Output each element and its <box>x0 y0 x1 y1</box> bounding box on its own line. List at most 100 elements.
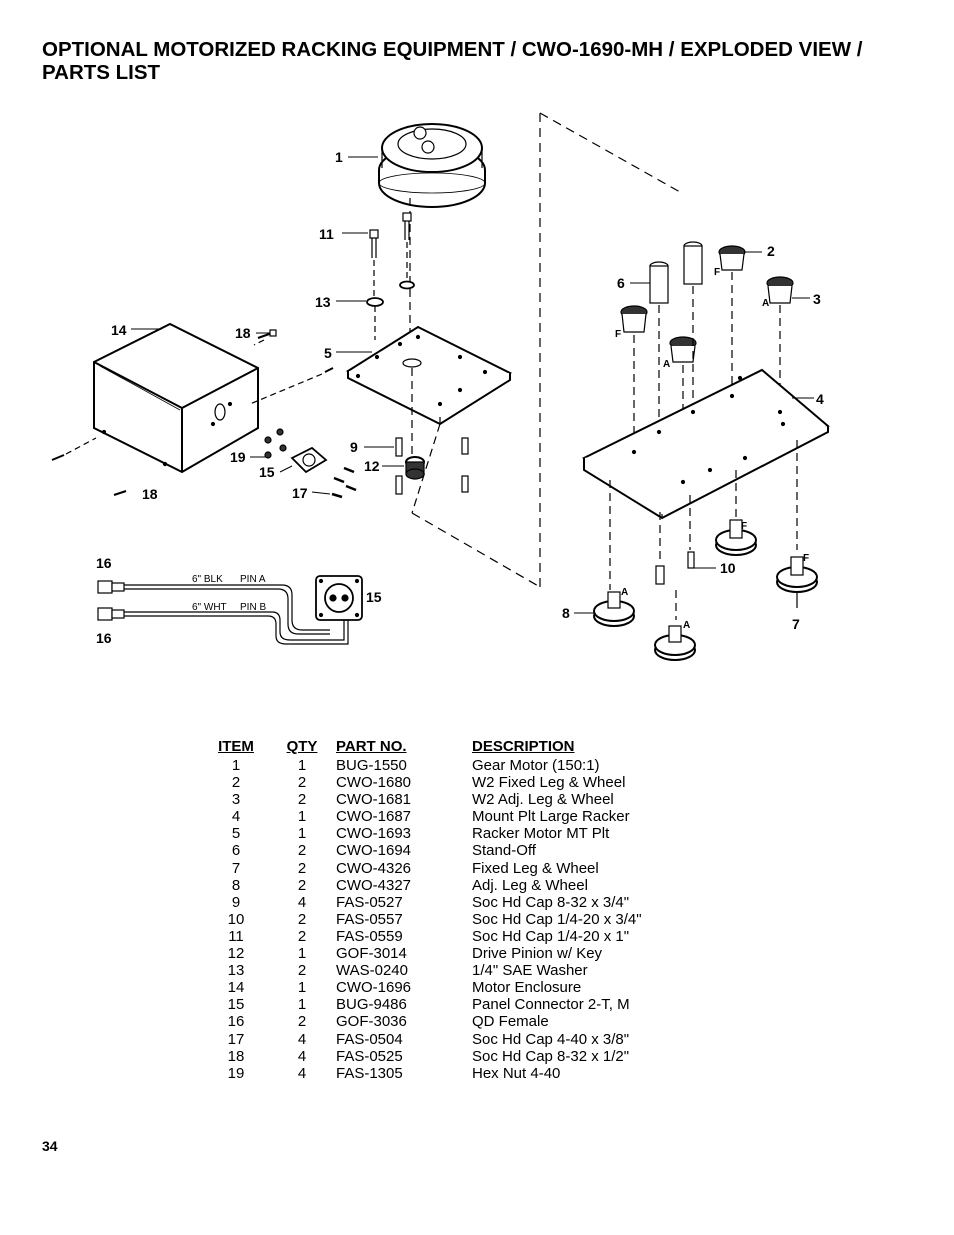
part-no-cell: FAS-0504 <box>336 1030 403 1048</box>
callout-9: 9 <box>350 439 358 455</box>
part-no-cell: BUG-1550 <box>336 757 407 774</box>
item-cell: 12 <box>227 945 245 963</box>
part-no-cell: WAS-0240 <box>336 962 408 980</box>
page-number: 34 <box>42 1138 58 1154</box>
item-cell: 18 <box>227 1047 245 1065</box>
qty-cell: 2 <box>297 842 307 860</box>
callout-13: 13 <box>315 294 331 310</box>
qty-cell: 2 <box>297 774 307 792</box>
qty-cell: 2 <box>297 859 307 877</box>
part-no-cell: CWO-1693 <box>336 825 412 843</box>
part-no-cell: GOF-3036 <box>336 1013 407 1031</box>
item-cell: 8 <box>231 876 241 894</box>
header-part-no: PART NO. <box>336 738 407 755</box>
description-cell: Panel Connector 2-T, M <box>472 996 630 1014</box>
item-cell: 9 <box>231 893 241 911</box>
drive-pinion <box>405 456 425 480</box>
description-cell: Adj. Leg & Wheel <box>472 876 588 894</box>
qty-cell: 1 <box>297 945 307 963</box>
callout-18-bottom: 18 <box>142 486 158 502</box>
part-no-cell: CWO-1687 <box>336 808 412 826</box>
qty-cell: 2 <box>297 910 307 928</box>
callout-10: 10 <box>720 560 736 576</box>
description-cell: Motor Enclosure <box>472 979 582 997</box>
washer-13a <box>366 297 384 307</box>
description-cell: Mount Plt Large Racker <box>472 808 630 826</box>
part-no-cell: GOF-3014 <box>336 945 407 963</box>
screws-17 <box>331 466 357 499</box>
fixed-wheels-7 <box>715 519 818 608</box>
part-no-cell: CWO-1696 <box>336 979 412 997</box>
qty-cell: 1 <box>297 757 307 774</box>
part-no-cell: FAS-1305 <box>336 1064 403 1082</box>
item-cell: 17 <box>227 1030 245 1048</box>
description-cell: Soc Hd Cap 8-32 x 1/2" <box>472 1047 630 1065</box>
leg-mark-f-7b: F <box>803 553 809 564</box>
header-item: ITEM <box>218 738 254 755</box>
description-cell: QD Female <box>472 1013 549 1031</box>
item-cell: 14 <box>227 979 245 997</box>
part-no-cell: FAS-0525 <box>336 1047 403 1065</box>
description-cell: Gear Motor (150:1) <box>472 757 600 774</box>
callout-15: 15 <box>259 464 275 480</box>
leader-lines <box>131 156 814 614</box>
parts-list-table: ITEM QTY PART NO. DESCRIPTION 1 1 BUG-1550… <box>204 738 672 1082</box>
callout-2: 2 <box>767 243 775 259</box>
item-cell: 2 <box>231 774 241 792</box>
callout-12: 12 <box>364 458 380 474</box>
part-no-cell: FAS-0559 <box>336 927 403 945</box>
item-cell: 19 <box>227 1064 245 1082</box>
item-cell: 16 <box>227 1013 245 1031</box>
item-cell: 3 <box>231 791 241 809</box>
item-cell: 10 <box>227 910 245 928</box>
screws-18 <box>51 329 334 496</box>
qty-cell: 2 <box>297 791 307 809</box>
pin-label-a: PIN A <box>240 574 266 585</box>
callout-16-top: 16 <box>96 555 112 571</box>
part-no-cell: CWO-4327 <box>336 876 412 894</box>
callout-19: 19 <box>230 449 246 465</box>
wire-label-wht: 6" WHT <box>192 602 227 613</box>
header-description: DESCRIPTION <box>472 738 575 755</box>
qty-cell: 4 <box>297 1064 307 1082</box>
wiring-diagram <box>97 575 363 645</box>
part-no-cell: FAS-0557 <box>336 910 403 928</box>
motor-mount-plate <box>345 325 513 426</box>
part-no-cell: CWO-1680 <box>336 774 412 792</box>
exploded-view-diagram: 1 2 3 4 5 6 7 8 9 10 11 12 13 14 15 15 1… <box>0 100 954 700</box>
part-no-cell: BUG-9486 <box>336 996 407 1014</box>
callout-6: 6 <box>617 275 625 291</box>
leg-mark-a-mid: A <box>663 359 670 370</box>
adj-wheels-8 <box>593 591 696 661</box>
part-no-cell: CWO-1694 <box>336 842 412 860</box>
qty-cell: 1 <box>297 979 307 997</box>
header-qty: QTY <box>286 738 318 755</box>
part-no-cell: FAS-0527 <box>336 893 403 911</box>
item-cell: 5 <box>231 825 241 843</box>
panel-connector-15 <box>290 446 328 474</box>
description-cell: Soc Hd Cap 4-40 x 3/8" <box>472 1030 630 1048</box>
mount-plate-large <box>582 368 830 520</box>
wire-label-blk: 6" BLK <box>192 574 223 585</box>
callout-8: 8 <box>562 605 570 621</box>
fixed-legs-2 <box>620 245 746 333</box>
screws-10 <box>655 551 695 585</box>
exploded-view-svg: 1 2 3 4 5 6 7 8 9 10 11 12 13 14 15 15 1… <box>51 112 830 661</box>
qty-cell: 1 <box>297 808 307 826</box>
callout-4: 4 <box>816 391 824 407</box>
table-row: 14 1 CWO-1696 Motor Enclosure <box>204 979 672 996</box>
callout-16-bottom: 16 <box>96 630 112 646</box>
